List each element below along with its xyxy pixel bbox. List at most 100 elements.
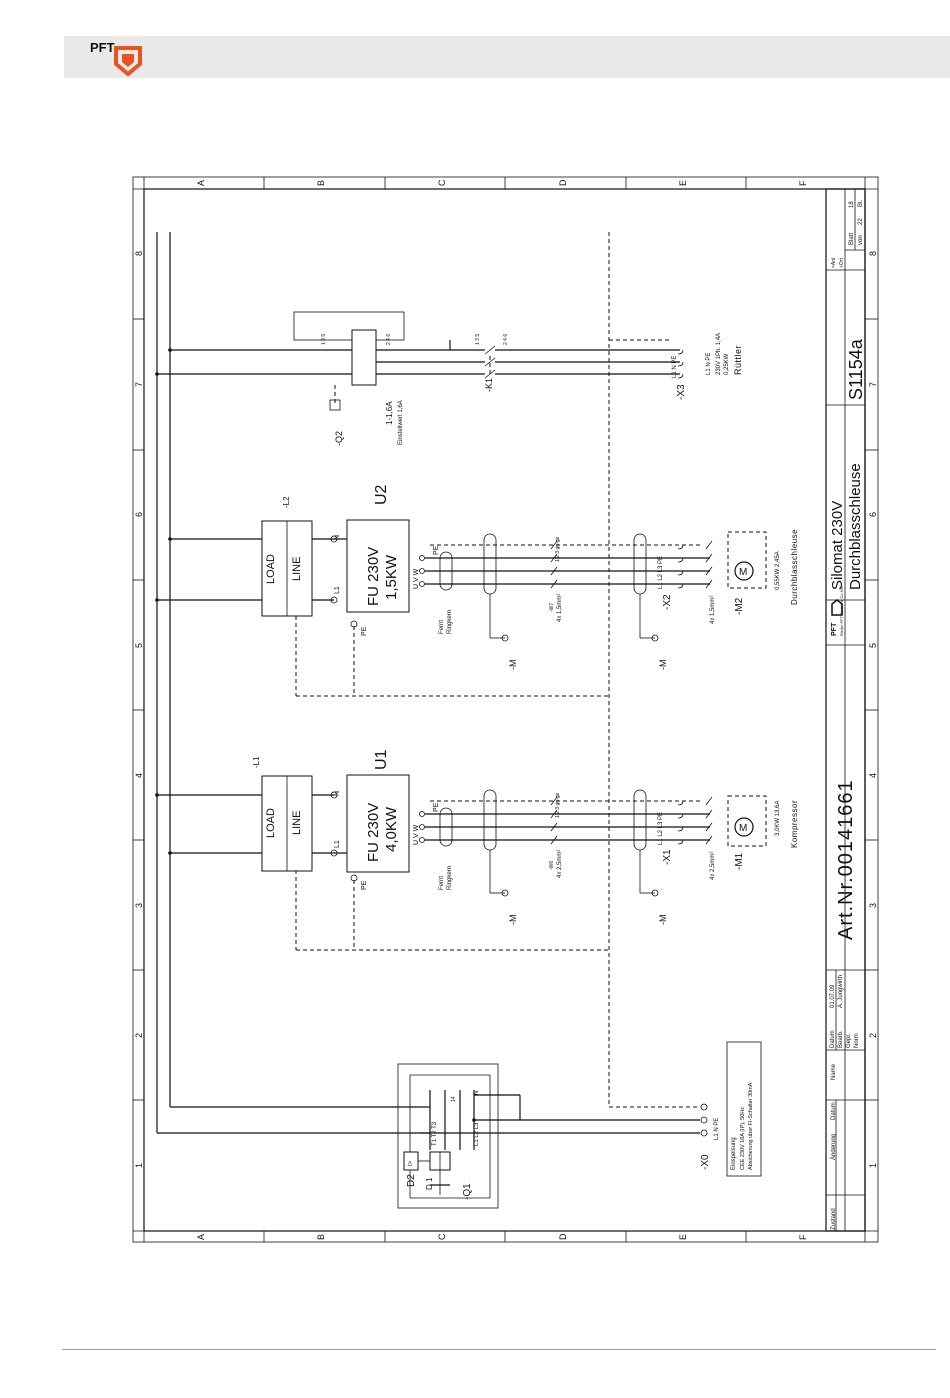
u1-l1: L1 <box>334 840 341 848</box>
q2-range: 1-1,6A <box>385 401 394 425</box>
title-block: Zustand Änderung Datum Name Datum Bearb.… <box>825 188 866 1232</box>
aenderung-label: Änderung <box>830 1134 837 1160</box>
u1-unit-id: U1 <box>373 749 390 770</box>
u1-motor-name: Kompressor <box>790 800 799 848</box>
u2-motor-id: -M2 <box>734 597 745 615</box>
u2-line: LINE <box>291 557 303 581</box>
u2-uvw: U V W <box>413 568 420 589</box>
u2-cable: 4x 1,5mm² <box>557 594 563 622</box>
u1-pe-left: PE <box>361 880 368 890</box>
q1-terminals-bottom: L1 L2 L3 <box>474 1122 480 1146</box>
row-label-e-bottom: E <box>678 1234 688 1240</box>
blatt-value: 18 <box>849 201 855 208</box>
ort-label: +Ort <box>839 258 845 268</box>
x3-terminals-2: L1 N PE <box>706 353 712 375</box>
grid-col-labels-left: 1 2 3 4 5 6 7 8 <box>134 251 144 1168</box>
row-label-b: B <box>316 180 326 186</box>
footer-divider <box>62 1349 936 1350</box>
q1-label: -Q1 <box>462 1183 473 1200</box>
q1-n: N <box>474 1091 480 1095</box>
u1-m-label-2: -M <box>658 915 668 926</box>
u1-m-label: -M <box>508 915 518 926</box>
u2-colors: 1 2 3 gn-ge <box>555 536 561 562</box>
u2-motor-power: 0,55KW 2,45A <box>775 551 781 590</box>
u1-terminal-id: -X1 <box>662 849 673 865</box>
row-label-d: D <box>558 179 568 186</box>
col-label-2-right: 2 <box>868 1033 878 1038</box>
art-nr: Art.Nr.00141661 <box>835 779 857 940</box>
q2-setting: Einstellwert 1,6A <box>398 400 404 445</box>
x3-terminals: L1 N PE <box>672 356 678 378</box>
u1-line: LINE <box>291 811 303 835</box>
von-value: 22 <box>858 218 864 225</box>
x0-terminals: L1 N PE <box>714 1118 720 1140</box>
u2-terminal-id: -X2 <box>662 594 673 610</box>
k1-contacts-bottom: 2 4 6 <box>503 334 509 345</box>
datum2-label: Datum <box>831 1102 837 1120</box>
u1-load: LOAD <box>265 808 277 838</box>
ir-label: I> <box>408 1160 414 1166</box>
col-label-8-right: 8 <box>868 251 878 256</box>
u1-fu-line2: 4,0KW <box>383 806 400 852</box>
d2-label: D2 <box>406 1174 417 1187</box>
von-label: von <box>858 235 864 245</box>
pe-dashed-lines <box>295 232 700 1108</box>
einspeisung-line1: Einspeisung <box>731 1137 737 1170</box>
col-label-5-right: 5 <box>868 643 878 648</box>
u1-pe-right: PE <box>433 802 440 812</box>
u2-load: LOAD <box>265 554 277 584</box>
u2-m-label-2: -M <box>658 660 668 671</box>
title-line1: Silomat 230V <box>829 501 846 590</box>
ruettler-spec2: 0,25KW <box>724 353 730 375</box>
bearb-label: Bearb. <box>838 1030 844 1048</box>
company-logo-mark <box>831 599 843 616</box>
u2-unit-id: U2 <box>373 484 390 505</box>
col-label-1: 1 <box>134 1163 144 1168</box>
blatt-label: Blatt <box>849 233 855 245</box>
row-label-c-bottom: C <box>437 1233 447 1240</box>
unit-u2: LOAD LINE -L2 N L1 FU 230V 1,5KW U2 PE P… <box>261 484 799 671</box>
grid-row-labels-bottom: A B C D E F <box>196 1233 808 1240</box>
u2-l1: L1 <box>334 586 341 594</box>
u1-ferrit-2: Ringkern <box>447 866 453 890</box>
einspeisung-line3: Absicherung über FI-Schalter 30mA <box>748 1082 754 1170</box>
row-label-c: C <box>437 179 447 186</box>
u1-filter-label: -L1 <box>252 756 261 768</box>
row-label-a: A <box>196 180 206 186</box>
u1-ferrit-1: Ferrit <box>439 876 445 890</box>
q2-contacts-top: 1 3 5 <box>321 334 327 345</box>
u2-motor-cable: 4x 1,5mm² <box>710 596 716 624</box>
u1-motor-cable: 4x 2,5mm² <box>710 852 716 880</box>
drawing-number: S1154a <box>846 338 866 400</box>
u1-motor-power: 3,0KW 13,6A <box>775 801 781 836</box>
header-bar <box>64 36 950 78</box>
anl-label: =Anl. <box>831 256 837 268</box>
ruettler-name: Rüttler <box>733 345 743 375</box>
d1-label: D 1 <box>425 1177 434 1190</box>
col-label-4-right: 4 <box>868 773 878 778</box>
u1-fu-line1: FU 230V <box>365 803 382 862</box>
u2-n: N <box>334 535 341 540</box>
company-small: Riedel PFT GmbH & Co.KG <box>839 587 844 637</box>
ruettler-spec1: 230V 1Ph. 1,4A <box>716 333 722 375</box>
u1-cable: 4x 2,5mm² <box>557 850 563 878</box>
main-busbars <box>155 232 700 1134</box>
u2-pe-right: PE <box>433 545 440 555</box>
u2-filter-label: -L2 <box>282 496 291 508</box>
u1-colors: 1 2 3 gn-ge <box>555 792 561 818</box>
logo-text: PFT <box>90 40 115 55</box>
u2-fu-line1: FU 230V <box>365 547 382 606</box>
row-label-a-bottom: A <box>196 1234 206 1240</box>
col-label-8: 8 <box>134 251 144 256</box>
u2-terminals: L1 L2 L3 PE <box>658 556 664 589</box>
col-label-6-right: 6 <box>868 512 878 517</box>
x0-label: -X0 <box>700 1154 711 1170</box>
bearb-value: A. Jungwirth <box>838 975 844 1008</box>
k1-label: -K1 <box>484 378 494 392</box>
col-label-5: 5 <box>134 643 144 648</box>
k1-contacts-top: 1 3 5 <box>475 334 481 345</box>
u2-ferrit-1: Ferrit <box>439 620 445 634</box>
u1-cable-id: -W6 <box>549 861 555 870</box>
company-logo-text: PFT <box>831 622 838 636</box>
